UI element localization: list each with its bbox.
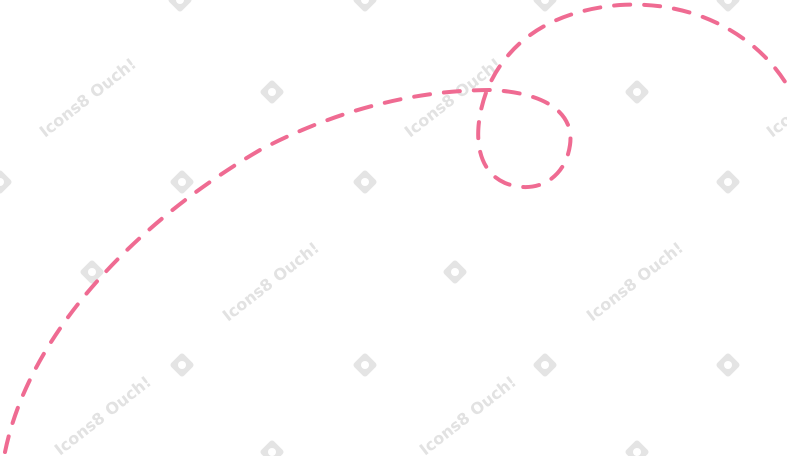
icons8-logo-icon — [80, 260, 104, 284]
icons8-logo-icon — [353, 0, 377, 12]
icons8-logo-icon — [716, 353, 740, 377]
icons8-logo-icon — [443, 260, 467, 284]
icons8-logo-icon — [0, 170, 12, 194]
watermark-text: Icons8 Ouch! — [416, 372, 520, 456]
icons8-logo-icon — [260, 80, 284, 104]
icons8-logo-icon — [168, 0, 192, 12]
icons8-logo-icon — [716, 170, 740, 194]
icons8-logo-icon — [353, 353, 377, 377]
icons8-logo-icon — [170, 353, 194, 377]
icons8-logo-icon — [625, 80, 649, 104]
icons8-logo-icon — [716, 0, 740, 12]
dashed-loop-path — [3, 2, 787, 454]
icons8-logo-icon — [625, 440, 649, 456]
watermark-text: Icons8 Ouch! — [36, 54, 140, 141]
icons8-logo-icon — [533, 0, 557, 12]
watermark-text: Icons8 Ouch! — [219, 238, 323, 325]
watermark-text: Icons8 Ouch! — [51, 372, 155, 456]
icons8-logo-icon — [533, 353, 557, 377]
icons8-logo-icon — [353, 170, 377, 194]
icons8-logo-icon — [170, 170, 194, 194]
watermark-text: Icons8 Ouch! — [583, 238, 687, 325]
icons8-logo-icon — [260, 440, 284, 456]
